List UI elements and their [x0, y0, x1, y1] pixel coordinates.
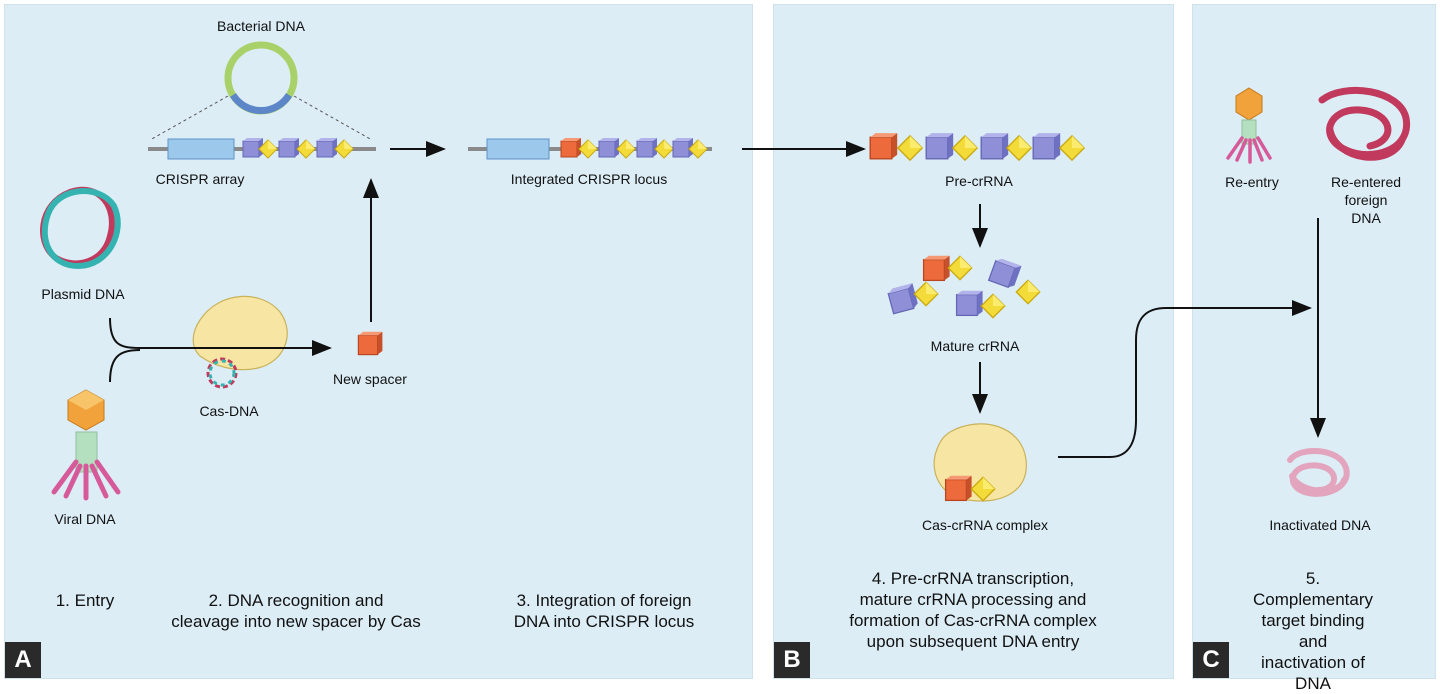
flow-arrows: [109, 141, 1326, 458]
integrated-crispr-locus: [468, 137, 712, 160]
bacterial-dna-ring: [149, 41, 373, 141]
label-viral-dna: Viral DNA: [54, 511, 116, 527]
label-pre-crrna: Pre-crRNA: [945, 173, 1013, 189]
viral-phage: [51, 389, 121, 501]
label-re-entered-foreign-dna: Re-entered foreign DNA: [1330, 174, 1402, 226]
new-spacer-block: [357, 331, 383, 356]
panel-c: C: [1192, 4, 1436, 679]
label-mature-crrna: Mature crRNA: [930, 338, 1020, 354]
inactivated-dna-tangle: [1287, 447, 1350, 497]
label-new-spacer: New spacer: [333, 371, 407, 387]
label-inactivated-dna: Inactivated DNA: [1269, 517, 1371, 533]
plasmid-dna: [40, 187, 121, 270]
pre-crrna: [869, 132, 1085, 161]
label-cas-crrna-complex: Cas-crRNA complex: [921, 517, 1049, 533]
label-bacterial-dna: Bacterial DNA: [217, 18, 305, 34]
cas-crrna-complex: [933, 423, 1027, 502]
panel-a-badge: A: [5, 642, 41, 678]
step-4-caption: 4. Pre-crRNA transcription, mature crRNA…: [849, 569, 1097, 651]
step-5-caption: 5. Complementary target binding and inac…: [1253, 569, 1373, 693]
label-crispr-array: CRISPR array: [155, 171, 245, 187]
panel-b: B: [773, 4, 1174, 679]
step-2-caption: 2. DNA recognition and cleavage into new…: [171, 591, 421, 631]
re-entered-dna-tangle: [1318, 86, 1411, 161]
cas-dna-complex: [192, 295, 288, 389]
label-integrated-locus: Integrated CRISPR locus: [510, 171, 668, 187]
panel-c-badge: C: [1193, 642, 1229, 678]
re-entry-phage: [1226, 87, 1272, 164]
crispr-array: [148, 137, 376, 160]
mature-crrna: [886, 255, 1041, 319]
label-plasmid-dna: Plasmid DNA: [41, 286, 125, 302]
step-1-caption: 1. Entry: [55, 591, 115, 610]
panel-b-badge: B: [774, 642, 810, 678]
label-re-entry: Re-entry: [1225, 174, 1279, 190]
label-cas-dna: Cas-DNA: [199, 403, 259, 419]
step-3-caption: 3. Integration of foreign DNA into CRISP…: [513, 591, 695, 631]
